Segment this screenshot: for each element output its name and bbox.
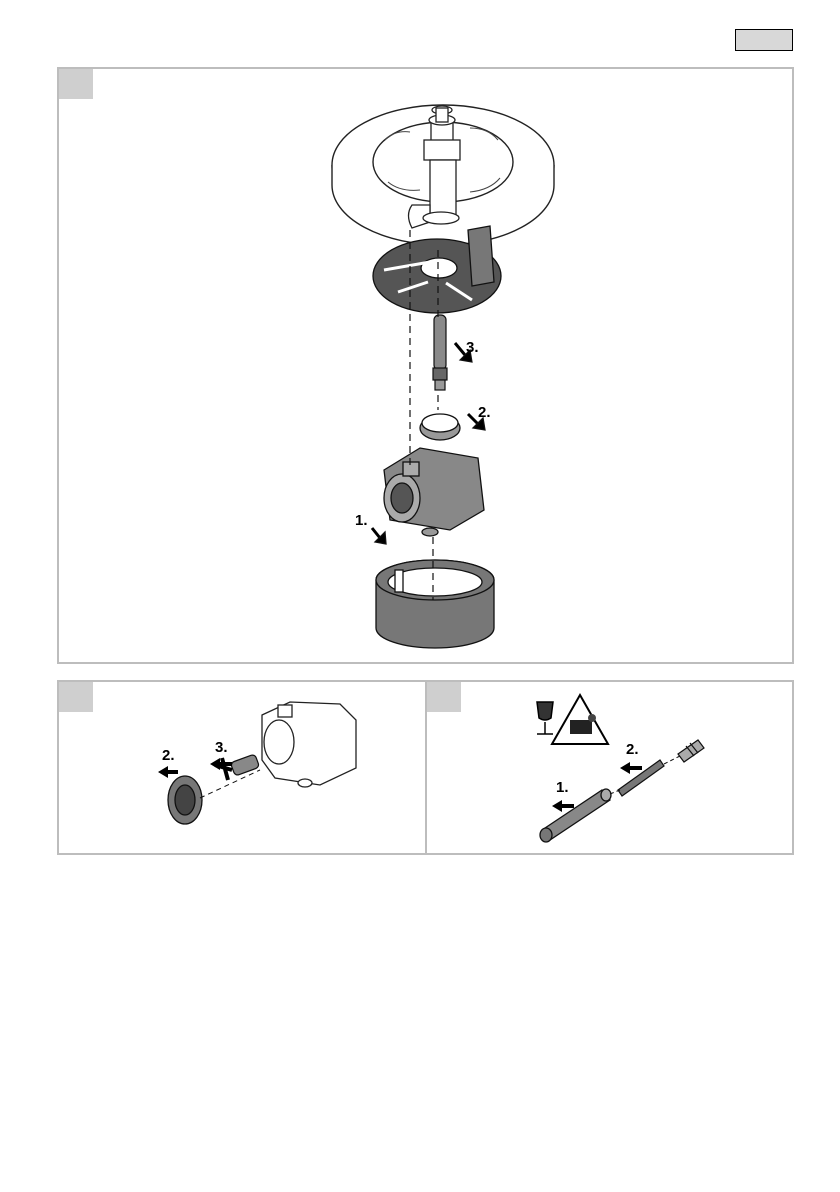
main-step-2: 2. bbox=[478, 404, 491, 421]
main-exploded-diagram: 3. 2. 1. bbox=[0, 0, 840, 670]
right-step-1: 1. bbox=[556, 779, 569, 796]
weight-ring bbox=[376, 560, 494, 648]
fragile-glass-icon bbox=[537, 702, 553, 734]
nozzle-tube bbox=[540, 789, 611, 842]
right-arrow-2 bbox=[620, 762, 642, 774]
warning-hand-icon bbox=[552, 695, 608, 744]
main-step-1: 1. bbox=[355, 512, 368, 529]
adapter-nut bbox=[420, 414, 485, 440]
pump-unit bbox=[372, 448, 484, 544]
main-step-3: 3. bbox=[466, 339, 479, 356]
nozzle-disassembly-diagram: 1. 2. bbox=[0, 680, 840, 855]
right-step-2: 2. bbox=[626, 741, 639, 758]
